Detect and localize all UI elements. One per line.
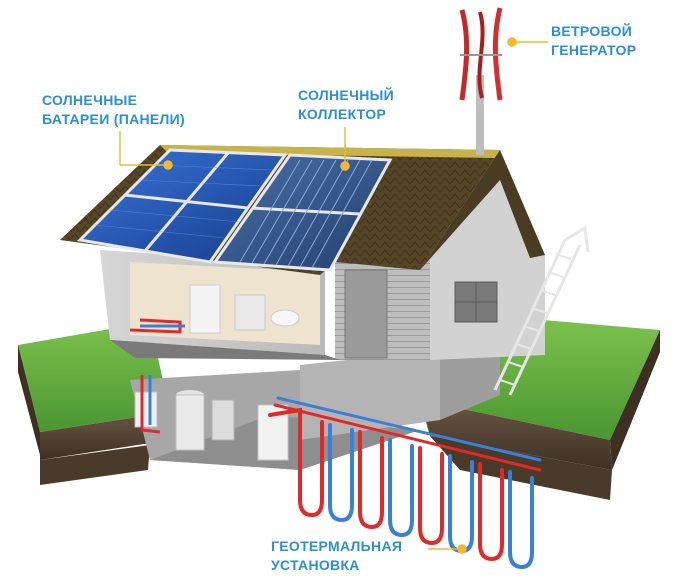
wind-turbine <box>459 7 503 155</box>
geo-label-line2: УСТАНОВКА <box>271 557 360 573</box>
collector-label-line2: КОЛЛЕКТОР <box>298 106 387 122</box>
callout-panels-dot <box>163 160 173 170</box>
wind-label-line1: ВЕТРОВОЙ <box>551 23 633 39</box>
panels-label-line2: БАТАРЕИ (ПАНЕЛИ) <box>42 111 185 127</box>
callout-lines <box>119 37 548 554</box>
collector-label-line1: СОЛНЕЧНЫЙ <box>298 87 394 103</box>
house-walls <box>100 175 545 360</box>
wind-label-line2: ГЕНЕРАТОР <box>551 42 637 58</box>
floor-heating-pipes <box>129 318 185 434</box>
wind-generator-label: ВЕТРОВОЙ ГЕНЕРАТОР <box>551 22 636 60</box>
solar-collector-label: СОЛНЕЧНЫЙ КОЛЛЕКТОР <box>298 86 394 124</box>
geo-label-line1: ГЕОТЕРМАЛЬНАЯ <box>271 538 403 554</box>
solar-panels-label: СОЛНЕЧНЫЕ БАТАРЕИ (ПАНЕЛИ) <box>42 91 185 129</box>
geothermal-label: ГЕОТЕРМАЛЬНАЯ УСТАНОВКА <box>271 537 402 575</box>
right-wing <box>300 345 500 440</box>
ground-right <box>420 318 660 500</box>
solar-panels <box>76 148 288 264</box>
outdoor-stairs <box>493 225 590 396</box>
solar-collector <box>212 153 393 272</box>
callout-collector-dot <box>340 161 350 171</box>
panels-label-line1: СОЛНЕЧНЫЕ <box>42 92 138 108</box>
callout-geo-dot <box>457 544 467 554</box>
callout-wind-dot <box>507 37 517 47</box>
geothermal-loops <box>268 396 542 570</box>
